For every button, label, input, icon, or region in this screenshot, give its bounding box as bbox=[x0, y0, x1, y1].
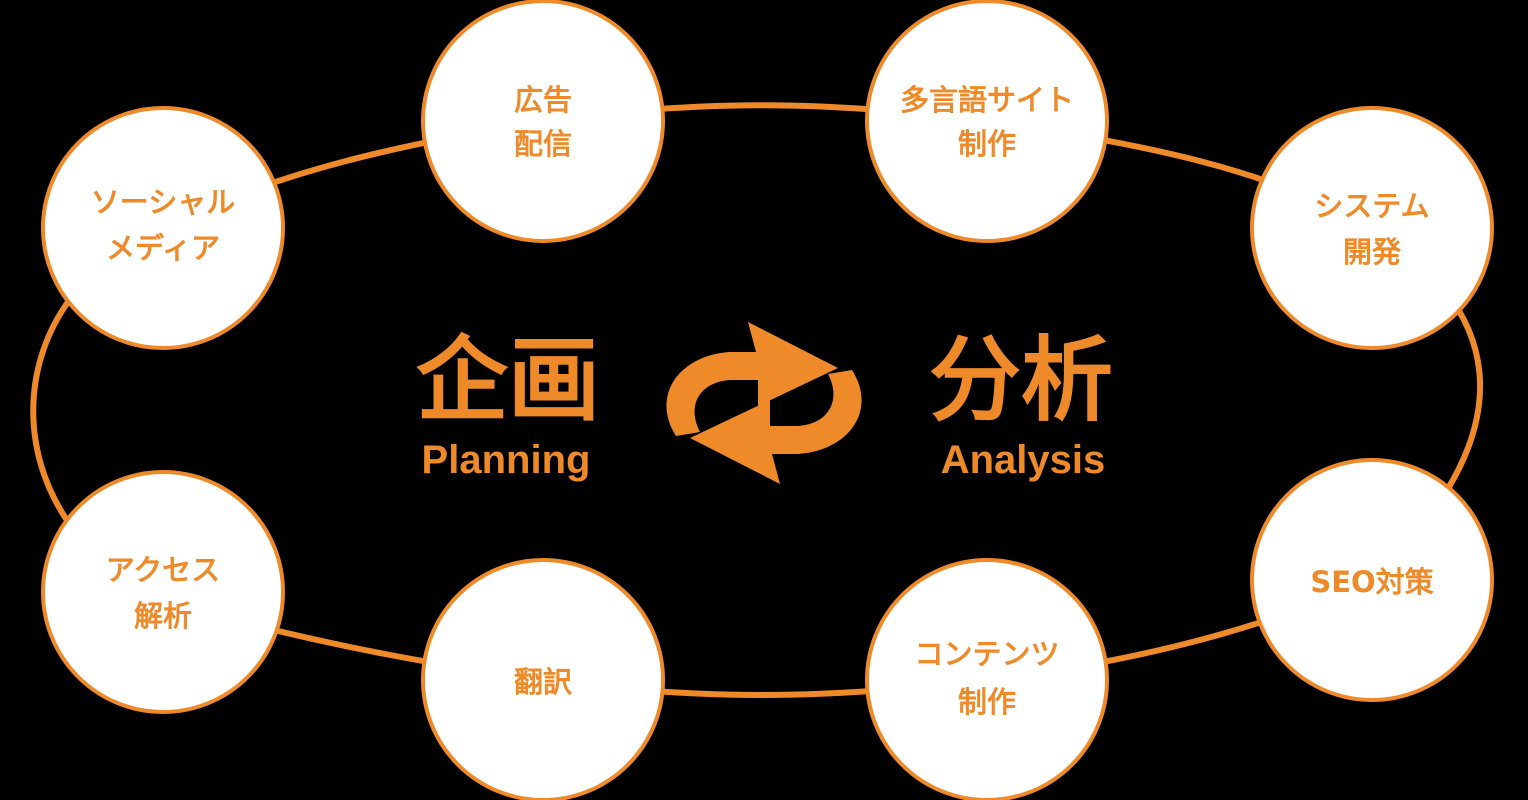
center-analysis: 分析 Analysis bbox=[929, 327, 1113, 482]
node-seo: SEO対策 bbox=[1250, 458, 1494, 702]
node-label-line: 開発 bbox=[1343, 235, 1402, 269]
node-circle bbox=[41, 470, 285, 714]
analysis-english: Analysis bbox=[941, 438, 1106, 482]
node-content: コンテンツ 制作 bbox=[865, 558, 1109, 800]
node-label-line: アクセス bbox=[106, 553, 221, 587]
node-label-line: ソーシャル bbox=[91, 185, 235, 219]
node-circle bbox=[421, 558, 665, 800]
node-label-line: 配信 bbox=[514, 127, 572, 161]
cycle-arrows-icon bbox=[666, 322, 862, 484]
planning-english: Planning bbox=[422, 438, 591, 482]
node-label-line: 多言語サイト bbox=[900, 83, 1074, 117]
node-label-line: コンテンツ bbox=[914, 637, 1059, 671]
node-circle bbox=[865, 0, 1109, 243]
node-circle bbox=[865, 558, 1109, 800]
node-circle bbox=[421, 0, 665, 243]
node-label-line: システム bbox=[1314, 189, 1429, 223]
node-label-line: 解析 bbox=[134, 599, 192, 633]
node-label-line: 制作 bbox=[958, 127, 1016, 161]
center-planning: 企画 Planning bbox=[416, 327, 600, 482]
node-translation: 翻訳 bbox=[421, 558, 665, 800]
node-ad-delivery: 広告 配信 bbox=[421, 0, 665, 243]
node-label-line: 翻訳 bbox=[514, 665, 573, 699]
node-system-dev: システム 開発 bbox=[1250, 106, 1494, 350]
node-circle bbox=[41, 106, 285, 350]
planning-kanji: 企画 bbox=[416, 327, 600, 434]
node-label-line: 広告 bbox=[514, 83, 572, 117]
node-label-line: SEO対策 bbox=[1310, 565, 1434, 599]
node-label-line: メディア bbox=[106, 231, 220, 265]
node-circle bbox=[1250, 458, 1494, 702]
node-social-media: ソーシャル メディア bbox=[41, 106, 285, 350]
node-multilingual-site: 多言語サイト 制作 bbox=[865, 0, 1109, 243]
node-label-line: 制作 bbox=[958, 685, 1016, 719]
analysis-kanji: 分析 bbox=[929, 327, 1113, 434]
node-circle bbox=[1250, 106, 1494, 350]
node-access-analysis: アクセス 解析 bbox=[41, 470, 285, 714]
